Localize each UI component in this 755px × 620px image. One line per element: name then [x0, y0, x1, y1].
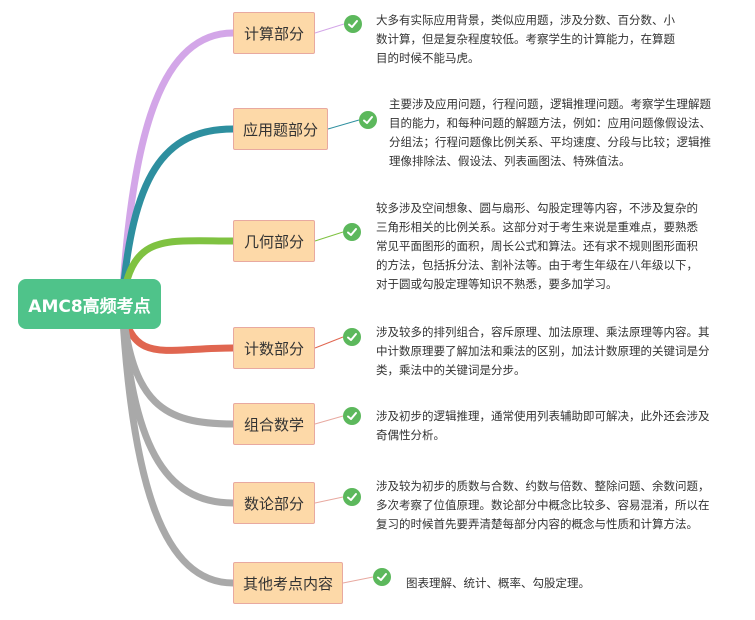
branch-label: 几何部分 [243, 232, 304, 251]
branch-label: 其他考点内容 [242, 574, 333, 593]
desc-connector [314, 23, 345, 34]
branch-node[interactable]: 几何部分 [233, 220, 315, 262]
branch-label: 数论部分 [243, 494, 304, 513]
branch-description: 主要涉及应用问题，行程问题，逻辑推理问题。考察学生理解题目的能力，和每种问题的解… [389, 97, 711, 168]
branch-description: 较多涉及空间想象、圆与扇形、勾股定理等内容，不涉及复杂的三角形相关的比例关系。这… [376, 201, 698, 291]
branch-node[interactable]: 计算部分 [233, 12, 315, 54]
branch-connector [118, 300, 237, 507]
root-node[interactable]: AMC8高频考点 [18, 279, 161, 329]
branch-description: 涉及较多的排列组合，容斥原理、加法原理、乘法原理等内容。其中计数原理要了解加法和… [376, 325, 710, 377]
branch-description: 涉及初步的逻辑推理，通常使用列表辅助即可解决，此外还会涉及奇偶性分析。 [376, 409, 710, 442]
branch-label: 计数部分 [243, 339, 304, 358]
root-label: AMC8高频考点 [28, 296, 151, 317]
branch-node[interactable]: 其他考点内容 [233, 562, 343, 604]
desc-connector [314, 231, 344, 242]
branch-label: 计算部分 [243, 24, 304, 43]
branch-label: 组合数学 [243, 415, 304, 434]
desc-connector [314, 336, 344, 349]
branch-node[interactable]: 组合数学 [233, 403, 315, 445]
desc-connector [342, 576, 374, 584]
branch-connector [118, 300, 237, 587]
desc-connector [314, 415, 344, 425]
branch-label: 应用题部分 [242, 120, 318, 139]
check-circle-icon [343, 223, 361, 241]
check-circle-icon [343, 328, 361, 346]
branch-description: 大多有实际应用背景，类似应用题，涉及分数、百分数、小数计算，但是复杂程度较低。考… [376, 13, 675, 65]
branch-node[interactable]: 计数部分 [233, 327, 315, 369]
branch-description: 图表理解、统计、概率、勾股定理。 [406, 576, 590, 590]
desc-connector [314, 496, 344, 504]
check-circle-icon [359, 111, 377, 129]
branch-connector [118, 29, 237, 308]
desc-connector [327, 119, 360, 130]
check-circle-icon [344, 15, 362, 33]
branch-node[interactable]: 应用题部分 [233, 108, 328, 150]
branch-description: 涉及较为初步的质数与合数、约数与倍数、整除问题、余数问题，多次考察了位值原理。数… [376, 479, 710, 531]
branch-node[interactable]: 数论部分 [233, 482, 315, 524]
check-circle-icon [343, 407, 361, 425]
check-circle-icon [343, 488, 361, 506]
check-circle-icon [373, 568, 391, 586]
branch-connector [118, 125, 237, 308]
